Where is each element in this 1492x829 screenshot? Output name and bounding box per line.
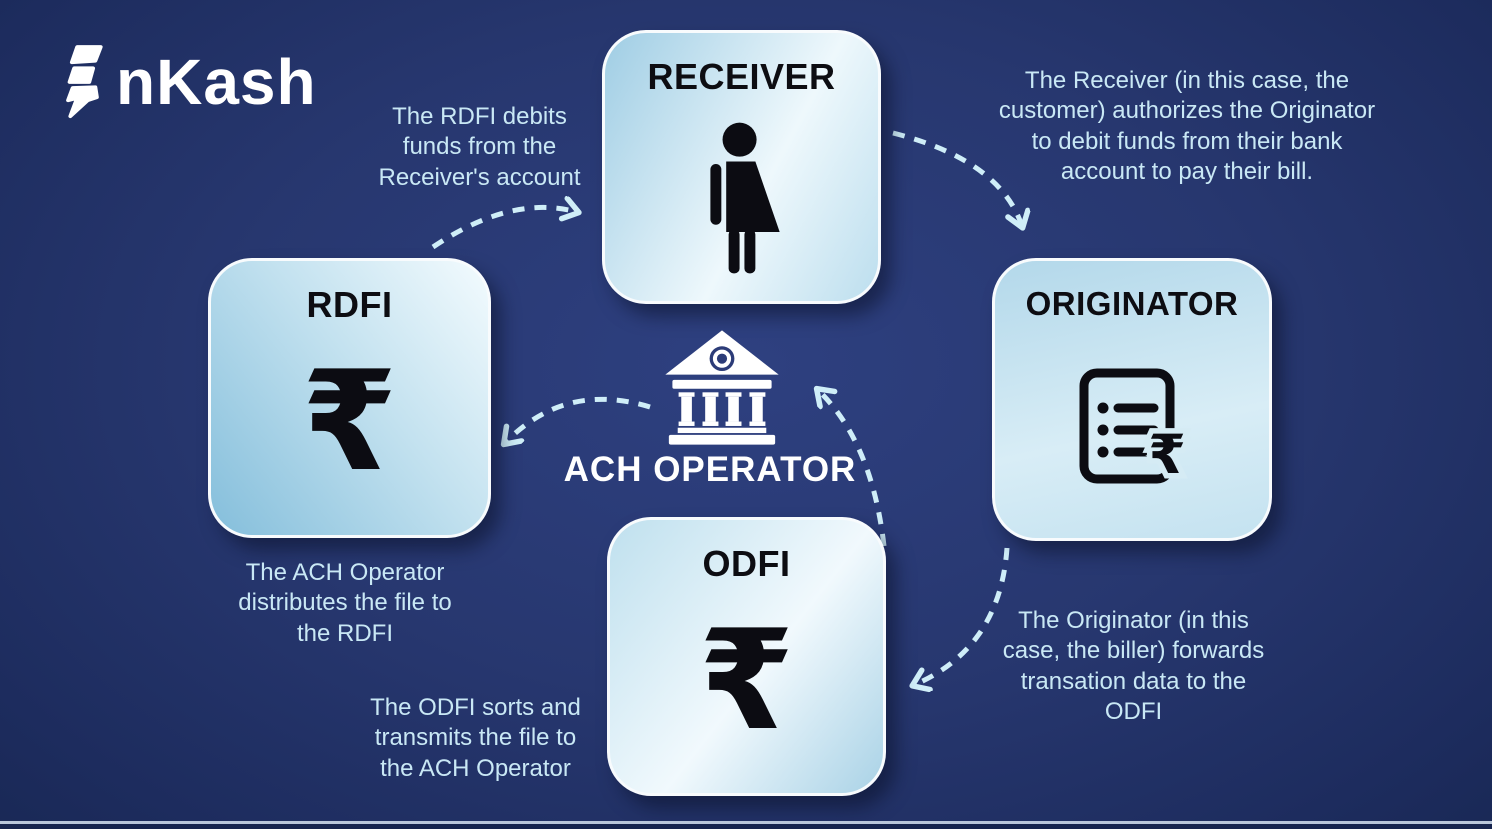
annotation-odfi-to-ach: The ODFI sorts and transmits the file to… <box>370 694 581 782</box>
arrow-rdfi-to-receiver <box>431 207 577 250</box>
annotation-rdfi-to-receiver: The RDFI debits funds from the Receiver'… <box>378 103 581 191</box>
invoice-rupee-glyph: ₹ <box>1148 423 1186 486</box>
bottom-edge-strip <box>0 821 1492 829</box>
arrow-originator-to-odfi <box>914 547 1010 685</box>
ach-operator-title: ACH OPERATOR <box>563 450 857 489</box>
rupee-icon: ₹ <box>301 341 398 502</box>
node-originator: ORIGINATOR ₹ <box>992 258 1272 541</box>
node-receiver: RECEIVER <box>602 30 881 304</box>
node-rdfi: RDFI ₹ <box>208 258 491 538</box>
receiver-title: RECEIVER <box>647 56 836 97</box>
annotation-receiver-to-originator: The Receiver (in this case, the customer… <box>998 67 1376 186</box>
invoice-rupee-icon: ₹ <box>1079 368 1191 492</box>
enkash-logo: nKash <box>58 44 317 120</box>
node-odfi: ODFI ₹ <box>607 517 886 796</box>
person-icon <box>709 122 780 274</box>
rdfi-title: RDFI <box>306 284 393 325</box>
annotation-ach-to-rdfi: The ACH Operator distributes the file to… <box>238 559 452 647</box>
arrow-ach-operator-to-rdfi <box>505 396 651 443</box>
odfi-title: ODFI <box>702 543 791 584</box>
originator-title: ORIGINATOR <box>1025 285 1239 322</box>
enkash-logo-text: nKash <box>116 46 317 118</box>
annotation-originator-to-odfi: The Originator (in this case, the biller… <box>1002 607 1265 726</box>
rupee-icon: ₹ <box>698 599 795 761</box>
enkash-bolt-e-icon <box>66 45 103 119</box>
bank-icon <box>665 330 779 445</box>
